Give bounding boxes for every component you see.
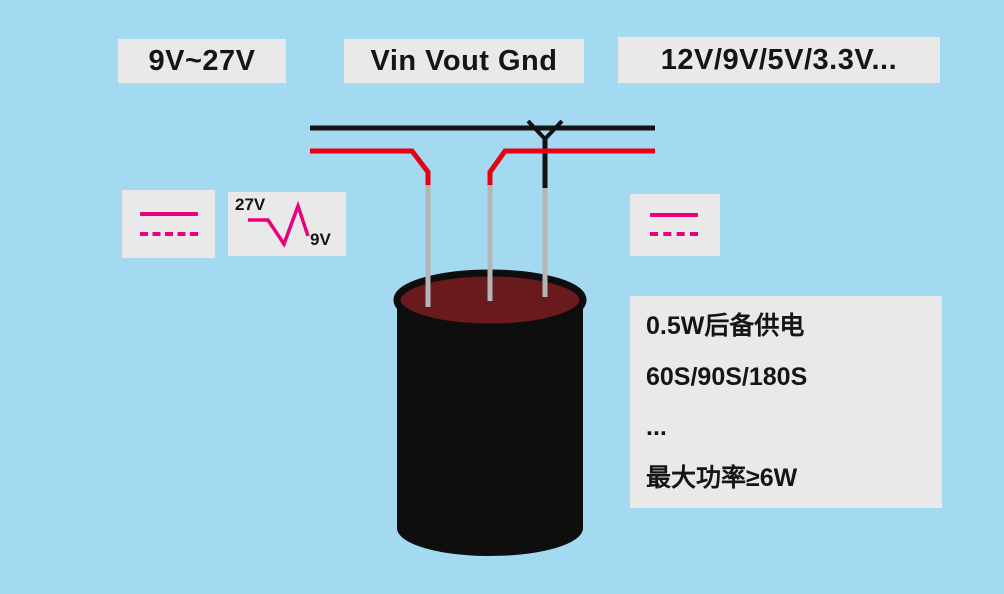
waveform-low-label: 9V <box>310 230 331 249</box>
spec-line-ellipsis: ... <box>646 413 667 442</box>
waveform-high-label: 27V <box>235 195 266 214</box>
pin-names-label: Vin Vout Gnd <box>344 39 584 83</box>
dc-symbol-icon <box>140 212 198 216</box>
output-voltage-label: 12V/9V/5V/3.3V... <box>618 37 940 83</box>
spec-line-backup-power: 0.5W后备供电 <box>646 312 805 340</box>
spec-line-durations: 60S/90S/180S <box>646 362 808 391</box>
vout-wire <box>487 148 655 187</box>
dc-symbol-left <box>122 190 215 258</box>
input-voltage-label: 9V~27V <box>118 39 286 83</box>
dc-symbol-icon <box>650 232 698 236</box>
dc-symbol-icon <box>140 232 198 236</box>
dc-symbol-right <box>630 194 720 256</box>
waveform-trace <box>248 200 310 248</box>
capacitor-body <box>397 300 583 556</box>
waveform-icon <box>248 200 310 248</box>
dc-symbol-icon <box>650 213 698 217</box>
spec-box: 0.5W后备供电 60S/90S/180S ... 最大功率≥6W <box>630 296 942 508</box>
vin-wire <box>310 148 431 187</box>
spec-line-max-power: 最大功率≥6W <box>646 463 798 492</box>
voltage-dip-waveform: 27V 9V <box>228 192 346 256</box>
